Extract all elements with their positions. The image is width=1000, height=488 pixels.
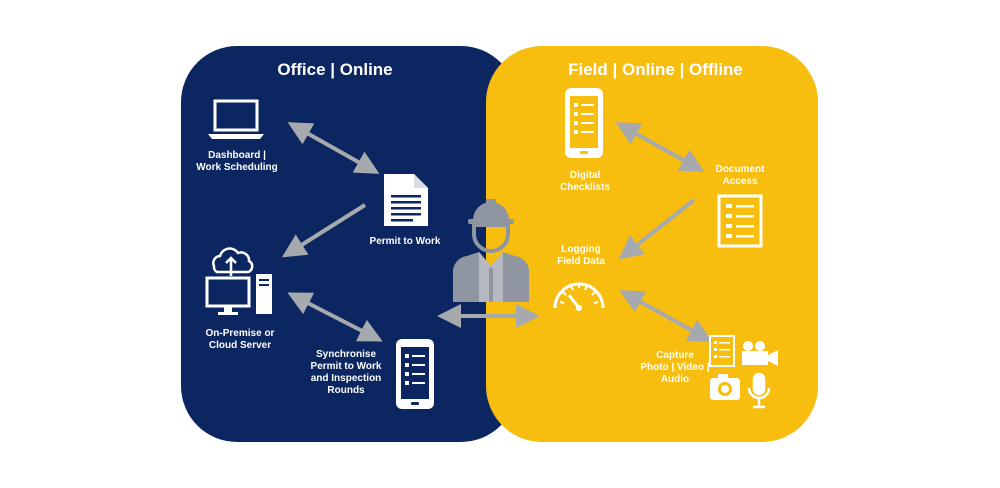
gauge-icon	[553, 282, 605, 311]
worker-icon	[452, 199, 530, 302]
server-label: On-Premise or Cloud Server	[205, 328, 275, 351]
logging-label: Logging Field Data	[557, 244, 605, 267]
cloud-server-icon	[205, 247, 272, 315]
camera-icon	[710, 374, 740, 400]
field-title: Field | Online | Offline	[568, 60, 743, 79]
checklists-label: Digital Checklists	[559, 170, 611, 193]
dashboard-label: Dashboard | Work Scheduling	[196, 150, 278, 173]
sync-label: Synchronise Permit to Work and Inspectio…	[310, 349, 382, 396]
office-panel	[181, 46, 517, 442]
document-access-label: Document Access	[715, 164, 765, 187]
capture-label: Capture Photo | Video | Audio	[640, 350, 710, 385]
arrow-server-sync	[287, 292, 383, 342]
laptop-icon	[208, 99, 264, 139]
arrow-document-logging	[618, 198, 696, 260]
permit-label: Permit to Work	[369, 236, 441, 247]
capture-icons	[709, 335, 778, 409]
tablet-icon	[396, 339, 434, 409]
small-checklist-icon	[709, 335, 735, 367]
arrow-permit-server	[281, 203, 367, 258]
arrow-dashboard-permit	[287, 122, 380, 174]
arrow-logging-capture	[619, 290, 713, 342]
video-camera-icon	[742, 341, 778, 366]
office-title: Office | Online	[277, 60, 393, 79]
microphone-icon	[747, 372, 771, 409]
checklist-icon	[717, 194, 763, 248]
document-icon	[384, 174, 428, 226]
checklist-tablet-icon	[565, 88, 603, 158]
arrow-checklist-document	[615, 122, 705, 172]
